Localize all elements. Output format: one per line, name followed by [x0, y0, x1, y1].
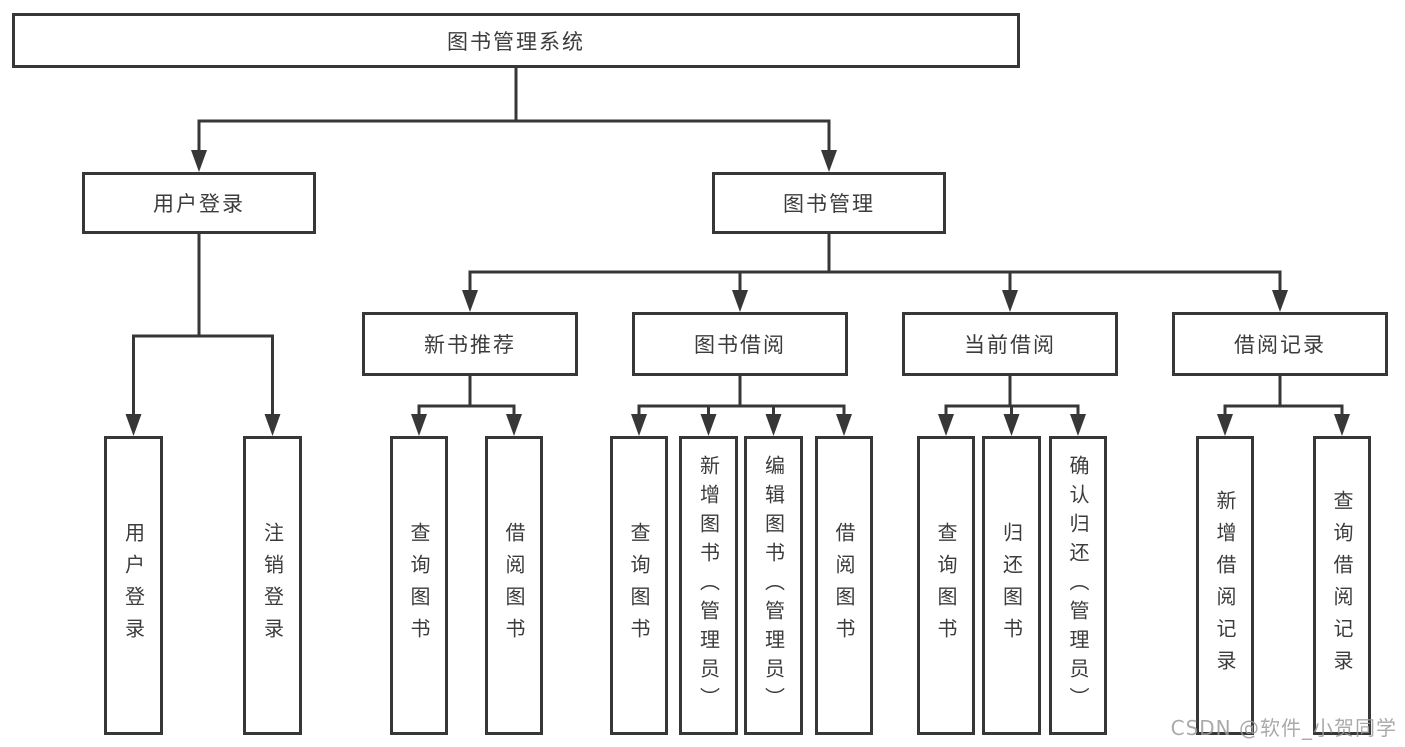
- node-label: 查询借阅记录: [1330, 489, 1354, 682]
- node-label: 查询图书: [407, 521, 431, 650]
- node-label: 确认归还（管理员）: [1066, 455, 1090, 716]
- node-label: 用户登录: [121, 521, 146, 650]
- node-label: 查询图书: [627, 521, 651, 650]
- node-cb-query: 查询图书: [917, 436, 975, 735]
- node-label: 借阅记录: [1234, 333, 1326, 357]
- node-br-query: 查询借阅记录: [1313, 436, 1371, 735]
- node-borrow-records: 借阅记录: [1172, 312, 1388, 376]
- node-nbr-query: 查询图书: [390, 436, 448, 735]
- node-bb-add: 新增图书（管理员）: [679, 436, 738, 735]
- node-label: 当前借阅: [964, 333, 1056, 357]
- node-leaf-logout: 注销登录: [243, 436, 302, 735]
- node-root: 图书管理系统: [12, 13, 1020, 68]
- node-cb-confirm: 确认归还（管理员）: [1049, 436, 1107, 735]
- node-user-login: 用户登录: [82, 172, 316, 234]
- node-label: 借阅图书: [502, 521, 526, 650]
- node-label: 编辑图书（管理员）: [761, 455, 786, 716]
- node-label: 注销登录: [260, 521, 285, 650]
- node-label: 用户登录: [153, 192, 245, 216]
- node-label: 新增借阅记录: [1213, 489, 1237, 682]
- node-bb-query: 查询图书: [610, 436, 668, 735]
- node-label: 借阅图书: [832, 521, 856, 650]
- node-label: 图书管理: [783, 192, 875, 216]
- node-bb-borrow: 借阅图书: [815, 436, 873, 735]
- node-label: 新书推荐: [424, 333, 516, 357]
- node-label: 查询图书: [934, 521, 958, 650]
- node-label: 图书借阅: [694, 333, 786, 357]
- node-book-mgmt: 图书管理: [712, 172, 946, 234]
- node-label: 新增图书（管理员）: [696, 455, 721, 716]
- node-cb-return: 归还图书: [982, 436, 1041, 735]
- node-nbr-borrow: 借阅图书: [485, 436, 543, 735]
- node-label: 归还图书: [999, 521, 1024, 650]
- node-label: 图书管理系统: [447, 29, 585, 54]
- node-bb-edit: 编辑图书（管理员）: [744, 436, 803, 735]
- node-new-book-rec: 新书推荐: [362, 312, 578, 376]
- node-book-borrow: 图书借阅: [632, 312, 848, 376]
- node-leaf-user-login: 用户登录: [104, 436, 163, 735]
- node-current-borrow: 当前借阅: [902, 312, 1118, 376]
- node-br-add: 新增借阅记录: [1196, 436, 1254, 735]
